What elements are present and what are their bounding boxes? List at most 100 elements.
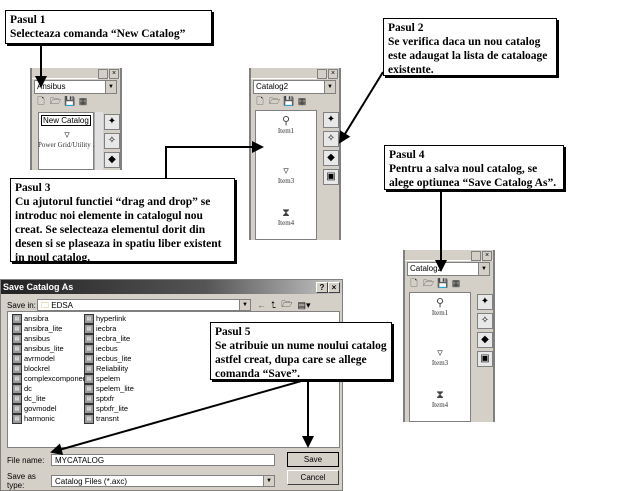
- new-catalog-icon[interactable]: 🗋: [37, 96, 45, 106]
- file-item[interactable]: ▤govmodel: [12, 404, 93, 414]
- file-item[interactable]: ▤sptxfr: [84, 394, 134, 404]
- save-catalog-icon[interactable]: 💾: [283, 96, 295, 106]
- catalog-select[interactable]: Ansibus▼: [34, 80, 117, 94]
- file-name-input[interactable]: MYCATALOG: [51, 454, 275, 466]
- catalog-folder-icon[interactable]: ▦: [451, 278, 461, 288]
- help-button[interactable]: ?: [316, 282, 328, 293]
- file-item[interactable]: ▤transnt: [84, 414, 134, 424]
- chevron-down-icon[interactable]: ▼: [324, 81, 335, 93]
- catalog-item[interactable]: ▿Item3: [256, 165, 316, 185]
- save-as-type-value: Catalog Files (*.axc): [55, 477, 128, 486]
- tab-icon-3[interactable]: ◆: [323, 150, 339, 166]
- catalog-file-icon: ▤: [84, 354, 94, 364]
- file-item[interactable]: ▤iecbra_lite: [84, 334, 134, 344]
- file-item[interactable]: ▤iecbus_lite: [84, 354, 134, 364]
- panel-minimize-button[interactable]: [471, 251, 481, 261]
- save-button[interactable]: Save: [287, 452, 339, 467]
- open-catalog-icon[interactable]: 🗁: [269, 96, 281, 106]
- list-scrollbar[interactable]: [94, 112, 103, 170]
- catalog-select[interactable]: Catalog2▼: [407, 262, 490, 276]
- tab-icon-2[interactable]: ✧: [104, 133, 120, 149]
- save-catalog-icon[interactable]: 💾: [437, 278, 449, 288]
- file-item[interactable]: ▤spelem: [84, 374, 134, 384]
- catalog-item[interactable]: ▿ Power Grid/Utility 1: [37, 129, 97, 149]
- tab-icon-1[interactable]: ✦: [323, 112, 339, 128]
- save-as-type-select[interactable]: Catalog Files (*.axc) ▼: [51, 475, 275, 487]
- relay-symbol-icon: ⚲: [435, 297, 445, 309]
- new-catalog-icon[interactable]: 🗋: [256, 96, 264, 106]
- save-in-select[interactable]: 🗀 EDSA ▼: [37, 299, 251, 311]
- file-item[interactable]: ▤harmonic: [12, 414, 93, 424]
- file-item[interactable]: ▤Reliability: [84, 364, 134, 374]
- file-item[interactable]: ▤iecbus: [84, 344, 134, 354]
- up-folder-icon[interactable]: ⮤: [271, 299, 277, 310]
- file-item[interactable]: ▤avrmodel: [12, 354, 93, 364]
- catalog-item-label: Item4: [431, 401, 449, 409]
- panel-minimize-button[interactable]: [98, 69, 108, 79]
- tab-icon-1[interactable]: ✦: [477, 294, 493, 310]
- save-catalog-icon[interactable]: 💾: [64, 96, 76, 106]
- open-catalog-icon[interactable]: 🗁: [50, 96, 62, 106]
- catalog-item[interactable]: ▿Item3: [410, 347, 470, 367]
- tab-icon-3[interactable]: ◆: [477, 332, 493, 348]
- open-catalog-icon[interactable]: 🗁: [423, 278, 435, 288]
- catalog-folder-icon[interactable]: ▦: [78, 96, 88, 106]
- file-item[interactable]: ▤complexcomponents: [12, 374, 93, 384]
- panel-minimize-button[interactable]: [317, 69, 327, 79]
- dialog-titlebar: Save Catalog As ? ×: [1, 280, 342, 294]
- tab-icon-2[interactable]: ✧: [323, 131, 339, 147]
- step1-title: Pasul 1: [10, 14, 46, 26]
- file-item[interactable]: ▤ansibra_lite: [12, 324, 93, 334]
- step5-title: Pasul 5: [215, 326, 251, 338]
- panel-close-button[interactable]: ×: [109, 69, 119, 79]
- file-item[interactable]: ▤iecbra: [84, 324, 134, 334]
- file-item-label: complexcomponents: [24, 374, 93, 383]
- file-item[interactable]: ▤spelem_lite: [84, 384, 134, 394]
- catalog-item[interactable]: ⧗Item4: [256, 207, 316, 227]
- back-icon[interactable]: ←: [257, 300, 266, 310]
- chevron-down-icon[interactable]: ▼: [478, 263, 489, 275]
- chevron-down-icon[interactable]: ▼: [239, 300, 250, 310]
- panel-close-button[interactable]: ×: [328, 69, 338, 79]
- file-item[interactable]: ▤dc: [12, 384, 93, 394]
- file-item[interactable]: ▤hyperlink: [84, 314, 134, 324]
- tab-icon-3[interactable]: ◆: [104, 152, 120, 168]
- tab-icon-4[interactable]: ▣: [477, 351, 493, 367]
- catalog-item-list: ⚲Item1 ▿Item3 ⧗Item4: [409, 292, 471, 422]
- catalog-item-label: Power Grid/Utility 1: [38, 141, 96, 149]
- catalog-file-icon: ▤: [12, 324, 22, 334]
- file-item[interactable]: ▤ansibus_lite: [12, 344, 93, 354]
- cancel-button[interactable]: Cancel: [287, 470, 339, 485]
- catalog-file-icon: ▤: [12, 344, 22, 354]
- file-item[interactable]: ▤ansibra: [12, 314, 93, 324]
- catalog-item[interactable]: ⚲Item1: [410, 297, 470, 317]
- file-item[interactable]: ▤sptxfr_lite: [84, 404, 134, 414]
- file-item-label: ansibra_lite: [24, 324, 63, 333]
- file-item-label: iecbra_lite: [96, 334, 131, 343]
- chevron-down-icon[interactable]: ▼: [263, 476, 274, 486]
- catalog-item-label: Item1: [431, 309, 449, 317]
- view-menu-icon[interactable]: ▤▾: [297, 299, 311, 310]
- new-folder-icon[interactable]: 🗁: [281, 299, 293, 309]
- catalog-item[interactable]: ⧗Item4: [410, 389, 470, 409]
- catalog-item[interactable]: ⚲Item1: [256, 115, 316, 135]
- file-item[interactable]: ▤blockrel: [12, 364, 93, 374]
- panel-titlebar: ×: [251, 68, 339, 79]
- file-item-label: hyperlink: [96, 314, 127, 323]
- tab-icon-2[interactable]: ✧: [477, 313, 493, 329]
- panel-close-button[interactable]: ×: [482, 251, 492, 261]
- file-item[interactable]: ▤ansibus: [12, 334, 93, 344]
- catalog-file-icon: ▤: [84, 394, 94, 404]
- file-item[interactable]: ▤dc_lite: [12, 394, 93, 404]
- tab-icon-4[interactable]: ▣: [323, 169, 339, 185]
- chevron-down-icon[interactable]: ▼: [105, 81, 116, 93]
- catalog-file-icon: ▤: [12, 414, 22, 424]
- arrow-step3: [165, 141, 264, 178]
- tab-icon-1[interactable]: ✦: [104, 114, 120, 130]
- file-item-label: govmodel: [24, 404, 57, 413]
- close-button[interactable]: ×: [328, 282, 340, 293]
- catalog-select[interactable]: Catalog2▼: [253, 80, 336, 94]
- triangle-symbol-icon: ▿: [283, 165, 289, 177]
- catalog-folder-icon[interactable]: ▦: [297, 96, 307, 106]
- new-catalog-icon[interactable]: 🗋: [410, 278, 418, 288]
